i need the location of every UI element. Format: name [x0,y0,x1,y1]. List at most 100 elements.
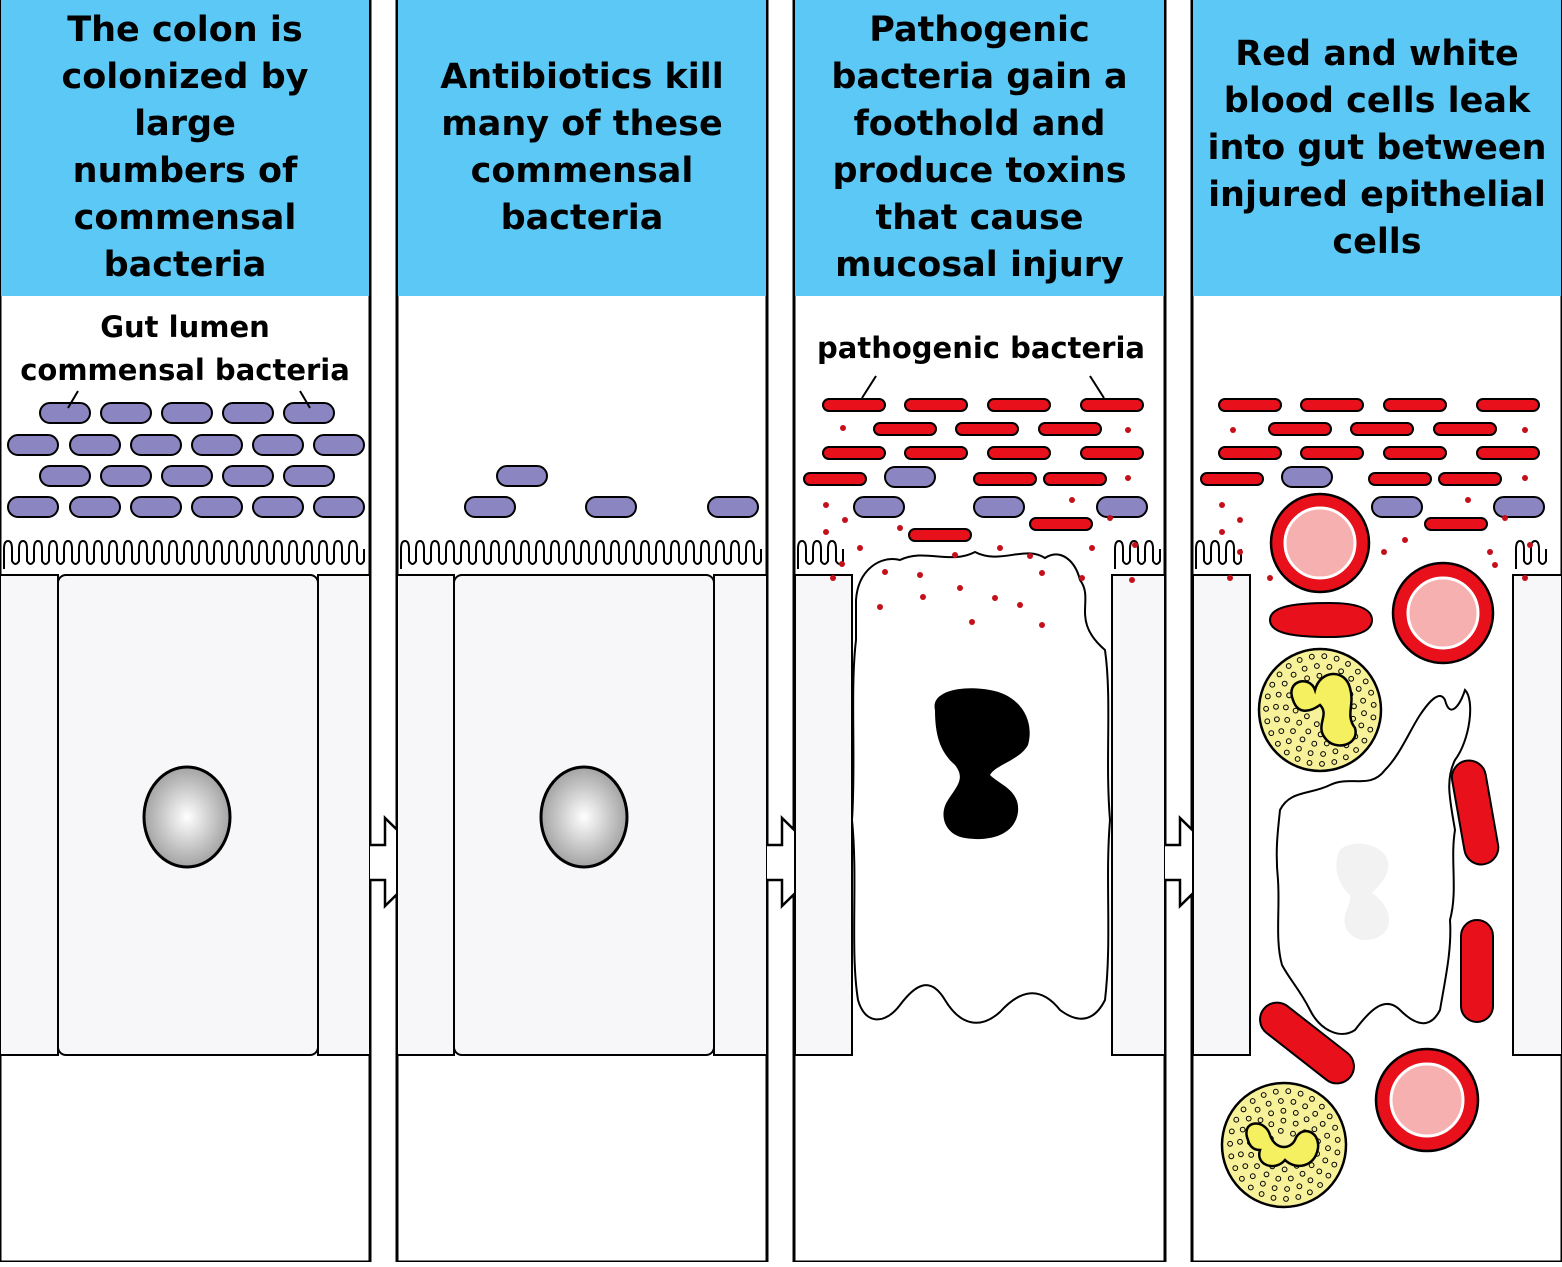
granule [1331,1161,1338,1168]
granule [1343,754,1349,761]
granule [1296,657,1303,663]
granule [1290,671,1297,678]
commensal-bacterium [707,496,759,518]
granule [1309,1096,1315,1102]
toxin-particle [1017,602,1023,608]
granule [1312,1110,1319,1117]
pathogenic-bacterium [987,398,1051,412]
panel-4-header: Red and white blood cells leak into gut … [1193,0,1561,296]
pathogenic-bacterium [1300,398,1364,412]
granule [1273,703,1279,710]
pathogenic-bacteria-label: pathogenic bacteria [817,331,1145,365]
pathogenic-bacterium [1476,446,1540,460]
toxin-particle [1230,427,1236,433]
red-blood-cell-side-2 [1450,759,1500,866]
pathogenic-bacterium [1476,398,1540,412]
commensal-bacterium [1371,496,1423,518]
granule [1258,1191,1265,1197]
granule [1285,663,1292,669]
commensal-bacterium [222,465,274,487]
toxin-particle [882,569,888,575]
commensal-bacterium [283,402,335,424]
panel-1-header: The colon is colonized by large numbers … [1,0,369,296]
commensal-bacterium [1281,466,1333,488]
granule [1232,1165,1239,1171]
granule [1311,740,1318,747]
toxin-particle [1465,497,1471,503]
toxin-particle [1381,549,1387,555]
toxin-particle [952,552,958,558]
granule [1307,1177,1314,1184]
granule [1292,1110,1299,1116]
commensal-bacterium [973,496,1025,518]
granule [1248,1152,1255,1158]
pathogenic-bacterium [955,422,1019,436]
granule [1283,1196,1289,1202]
toxin-particle [1132,542,1138,548]
pathogenic-bacterium [1080,446,1144,460]
toxin-particle [1089,545,1095,551]
granule [1361,710,1367,717]
label-pointer-right [299,390,311,409]
granule [1297,1090,1304,1097]
commensal-bacterium [100,402,152,424]
granule [1311,1126,1318,1133]
commensal-bacterium [252,496,304,518]
panel-2-microvilli [400,539,762,569]
toxin-particle [1069,497,1075,503]
panel-4-microvilli-left [1195,539,1242,569]
granule [1292,707,1299,714]
panel-1-epithelium [0,539,371,1056]
commensal-bacterium [313,496,365,518]
granule [1285,738,1292,745]
granule [1345,661,1351,667]
toxin-particle [969,619,975,625]
granule [1370,714,1377,721]
granule [1228,1153,1235,1160]
granule [1319,1103,1325,1110]
granule [1290,728,1296,734]
granule [1268,1110,1274,1117]
toxin-particle [823,502,829,508]
commensal-bacterium [69,434,121,456]
granule [1362,678,1369,685]
commensal-bacterium [252,434,304,456]
white-blood-cell-1 [1257,647,1383,773]
granule [1271,1185,1278,1191]
panel-3-epithelium [794,539,1166,1056]
toxin-particle [1219,502,1225,508]
granule [1287,1175,1294,1182]
granule [1332,748,1339,755]
commensal-bacterium [313,434,365,456]
granule [1316,672,1323,679]
granule [1331,759,1338,765]
granule [1303,1116,1310,1123]
pathogenic-bacterium [1424,517,1488,531]
granule [1313,721,1320,727]
red-blood-cell-1 [1269,492,1371,594]
toxin-particle [1227,575,1233,581]
commensal-bacterium [39,465,91,487]
granule [1307,1189,1313,1196]
granule [1238,1151,1244,1158]
panel-2-header-text: Antibiotics kill many of these commensal… [440,57,724,238]
panel-3-header-text: Pathogenic bacteria gain a foothold and … [831,10,1128,285]
red-blood-cell-side-3 [1460,919,1494,1023]
commensal-bacterium [585,496,637,518]
granule [1361,737,1368,744]
granule [1277,1128,1284,1134]
granule [1272,1088,1279,1095]
commensal-bacterium [161,402,213,424]
granule [1320,751,1326,757]
toxin-particle [1039,570,1045,576]
granule [1265,1100,1272,1107]
granule [1322,1157,1329,1164]
toxin-particle [1039,622,1045,628]
granule [1334,1137,1341,1143]
toxin-particle [1267,575,1273,581]
toxin-particle [877,604,883,610]
commensal-bacterium [39,402,91,424]
granule [1268,1121,1275,1128]
pathogenic-bacterium [1043,472,1107,486]
